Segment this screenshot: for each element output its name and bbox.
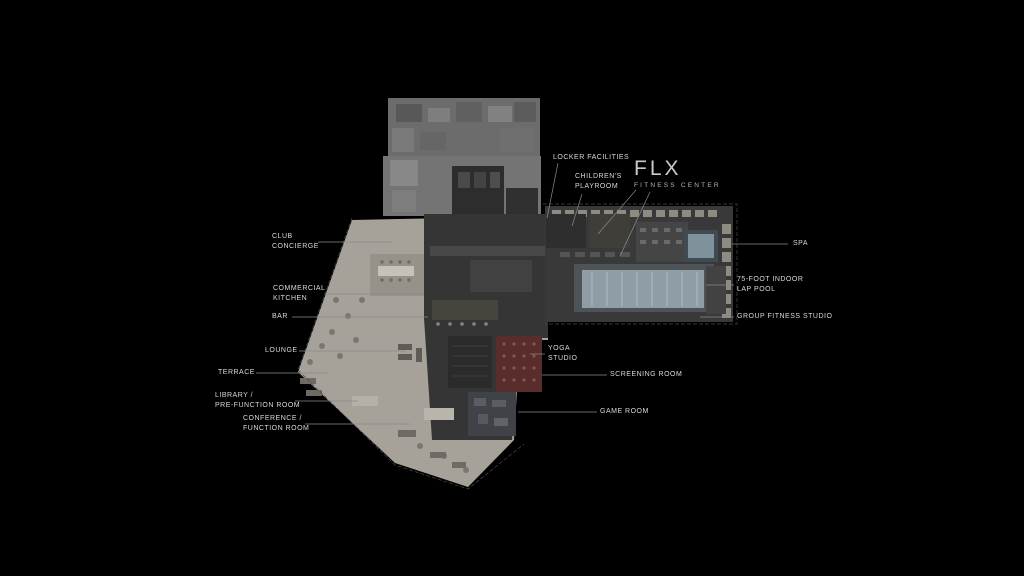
locker-facilities-room (546, 214, 586, 248)
leader-childrens-playroom (571, 193, 583, 227)
screening-seats (502, 342, 536, 382)
group-fitness-studio-room (706, 266, 726, 314)
label-locker-facilities: LOCKER FACILITIES (553, 154, 630, 161)
corridor (430, 246, 545, 256)
stair-core (448, 336, 492, 388)
leader-flx-2 (619, 191, 651, 257)
residential-partitions (390, 102, 536, 212)
label-lap-pool: 75-FOOT INDOOR LAP POOL (737, 276, 804, 293)
leader-locker-facilities (546, 162, 559, 219)
lobby-area (470, 260, 532, 292)
flx-logo: FLX FITNESS CENTER (634, 158, 721, 189)
label-conference: CONFERENCE / FUNCTION ROOM (243, 415, 310, 432)
leader-flx-1 (597, 189, 637, 235)
label-spa: SPA (793, 240, 808, 247)
label-bar: BAR (272, 313, 288, 320)
game-room (468, 392, 516, 436)
leader-lines (256, 162, 788, 425)
commercial-kitchen-area (370, 254, 424, 296)
upper-residential-block (383, 98, 541, 216)
label-club-concierge: CLUB CONCIERGE (272, 233, 319, 250)
label-screening-room: SCREENING ROOM (610, 371, 683, 378)
label-yoga-studio: YOGA STUDIO (548, 345, 578, 362)
flx-logo-name: FLX (634, 157, 682, 180)
fitness-wing (545, 206, 733, 322)
terrace-furniture (300, 297, 469, 473)
label-game-room: GAME ROOM (600, 408, 649, 415)
bar-area (432, 300, 498, 326)
elevator-core (452, 166, 538, 216)
label-library: LIBRARY / PRE-FUNCTION ROOM (215, 392, 301, 409)
flx-logo-subtitle: FITNESS CENTER (634, 182, 721, 189)
spa-pool (684, 230, 718, 262)
label-terrace: TERRACE (218, 369, 255, 376)
gym-equipment (560, 228, 682, 257)
amenity-core (424, 214, 548, 440)
screening-room (496, 336, 542, 392)
label-lounge: LOUNGE (265, 347, 298, 354)
label-commercial-kitchen: COMMERCIAL KITCHEN (273, 285, 326, 302)
childrens-playroom-room (590, 214, 630, 248)
boundary-line (297, 203, 738, 490)
label-childrens-playroom: CHILDREN'S PLAYROOM (575, 173, 622, 190)
lap-pool (582, 270, 704, 308)
label-group-fitness: GROUP FITNESS STUDIO (737, 313, 833, 320)
